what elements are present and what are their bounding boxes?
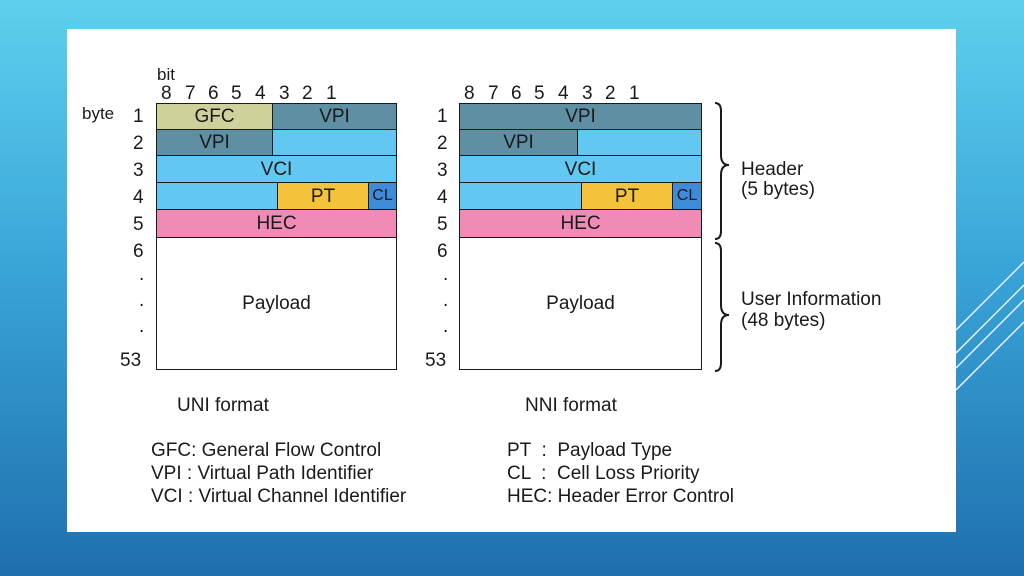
uni-row-3: 3 (133, 160, 144, 181)
legend-vci: VCI : Virtual Channel Identifier (151, 486, 407, 507)
nni-row-2: 2 (437, 133, 448, 154)
uni-bit-7: 7 (185, 83, 196, 104)
uni-vci-field: VCI (156, 155, 397, 183)
nni-bit-2: 2 (605, 83, 616, 104)
uni-format-caption: UNI format (177, 395, 269, 416)
uni-payload-field: Payload (156, 237, 397, 370)
uni-bit-4: 4 (255, 83, 266, 104)
uni-pt-field: PT (277, 182, 369, 210)
uni-bit-2: 2 (302, 83, 313, 104)
uni-row-53: 53 (120, 350, 142, 371)
header-label: Header (741, 159, 804, 180)
nni-vci-field-byte2 (577, 129, 702, 156)
byte-label: byte (82, 104, 115, 123)
uni-bit-6: 6 (208, 83, 219, 104)
nni-bit-7: 7 (488, 83, 499, 104)
uni-vci-field-byte4 (156, 182, 278, 210)
legend-pt: PT : Payload Type (507, 440, 673, 461)
nni-bit-5: 5 (534, 83, 545, 104)
uni-row-6: 6 (133, 241, 144, 262)
uni-row-2: 2 (133, 133, 144, 154)
nni-row-dot-1: . (443, 264, 449, 285)
nni-vci-field-byte4 (459, 182, 582, 210)
uni-bit-3: 3 (279, 83, 290, 104)
nni-row-dot-3: . (443, 316, 449, 337)
nni-row-3: 3 (437, 160, 448, 181)
diagram-panel: bit 8 7 6 5 4 3 2 1 byte 1 2 3 4 5 6 . .… (67, 29, 956, 532)
nni-row-4: 4 (437, 187, 448, 208)
nni-hec-field: HEC (459, 209, 702, 238)
nni-row-dot-2: . (443, 290, 449, 311)
nni-format-caption: NNI format (525, 395, 617, 416)
uni-row-4: 4 (133, 187, 144, 208)
nni-bit-1: 1 (629, 83, 640, 104)
uni-vci-field-byte2 (272, 129, 397, 156)
nni-row-5: 5 (437, 214, 448, 235)
nni-vpi-field-byte1: VPI (459, 103, 702, 130)
nni-bit-6: 6 (511, 83, 522, 104)
uni-hec-field: HEC (156, 209, 397, 238)
uni-bit-1: 1 (326, 83, 337, 104)
uni-cl-field: CL (368, 182, 397, 210)
user-info-size-label: (48 bytes) (741, 310, 826, 331)
nni-bit-4: 4 (558, 83, 569, 104)
nni-pt-field: PT (581, 182, 673, 210)
uni-row-dot-1: . (139, 264, 145, 285)
uni-row-5: 5 (133, 214, 144, 235)
nni-cl-field: CL (672, 182, 702, 210)
uni-row-dot-3: . (139, 316, 145, 337)
header-size-label: (5 bytes) (741, 179, 815, 200)
section-braces (714, 102, 730, 372)
legend-gfc: GFC: General Flow Control (151, 440, 382, 461)
legend-vpi: VPI : Virtual Path Identifier (151, 463, 374, 484)
nni-bit-3: 3 (582, 83, 593, 104)
nni-bit-8: 8 (464, 83, 475, 104)
uni-vpi-field-byte1: VPI (272, 103, 397, 130)
uni-bit-8: 8 (161, 83, 172, 104)
user-info-label: User Information (741, 289, 882, 310)
nni-row-6: 6 (437, 241, 448, 262)
nni-vci-field: VCI (459, 155, 702, 183)
nni-row-53: 53 (425, 350, 447, 371)
legend-hec: HEC: Header Error Control (507, 486, 735, 507)
uni-row-1: 1 (133, 106, 144, 127)
nni-payload-field: Payload (459, 237, 702, 370)
nni-vpi-field-byte2: VPI (459, 129, 578, 156)
user-info-brace (714, 242, 730, 372)
uni-gfc-field: GFC (156, 103, 273, 130)
legend-cl: CL : Cell Loss Priority (507, 463, 700, 484)
nni-row-1: 1 (437, 106, 448, 127)
uni-bit-5: 5 (231, 83, 242, 104)
bit-label: bit (157, 65, 175, 84)
uni-row-dot-2: . (139, 290, 145, 311)
header-brace (714, 102, 730, 240)
uni-vpi-field-byte2: VPI (156, 129, 273, 156)
